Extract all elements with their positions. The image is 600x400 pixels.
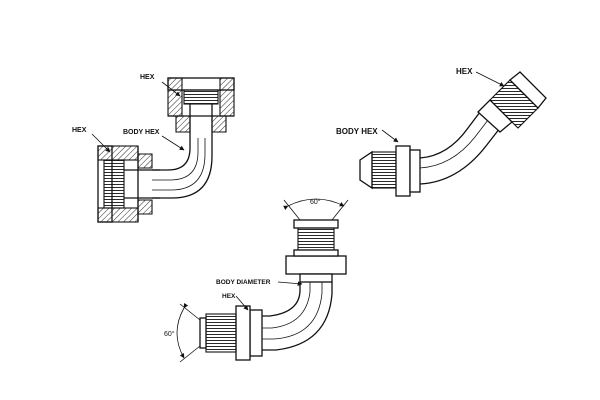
label-hex-top: HEX: [140, 74, 155, 81]
angle-dim-left: [176, 303, 201, 363]
label-hex-right: HEX: [456, 67, 473, 76]
label-hex-left: HEX: [72, 127, 87, 134]
angle-label-top: 60°: [310, 198, 321, 206]
label-body-diameter: BODY DIAMETER: [216, 279, 271, 286]
angled-tube: [419, 111, 501, 185]
fitting-90-elbow-left: HEX HEX BODY HEX: [72, 74, 235, 223]
angle-label-left: 60°: [164, 330, 175, 338]
label-body-hex-right: BODY HEX: [336, 127, 378, 136]
left-swivel-nut: [97, 145, 160, 223]
left-threaded-end: [199, 305, 263, 361]
top-right-swivel-nut: [477, 71, 547, 133]
elbow-tube: [152, 138, 213, 199]
fitting-90-bulkhead-bottom: 60° 60° BODY DIAMETER HEX: [164, 198, 349, 363]
label-body-hex: BODY HEX: [123, 129, 160, 136]
male-flare-end: [359, 145, 421, 197]
bulkhead-bend: [262, 282, 333, 351]
label-hex-bottom: HEX: [222, 293, 236, 300]
top-swivel-nut: [167, 77, 235, 138]
fitting-45-elbow-right: HEX BODY HEX: [336, 67, 547, 197]
top-threaded-end: [285, 219, 347, 283]
angle-dim-top: [283, 198, 349, 221]
